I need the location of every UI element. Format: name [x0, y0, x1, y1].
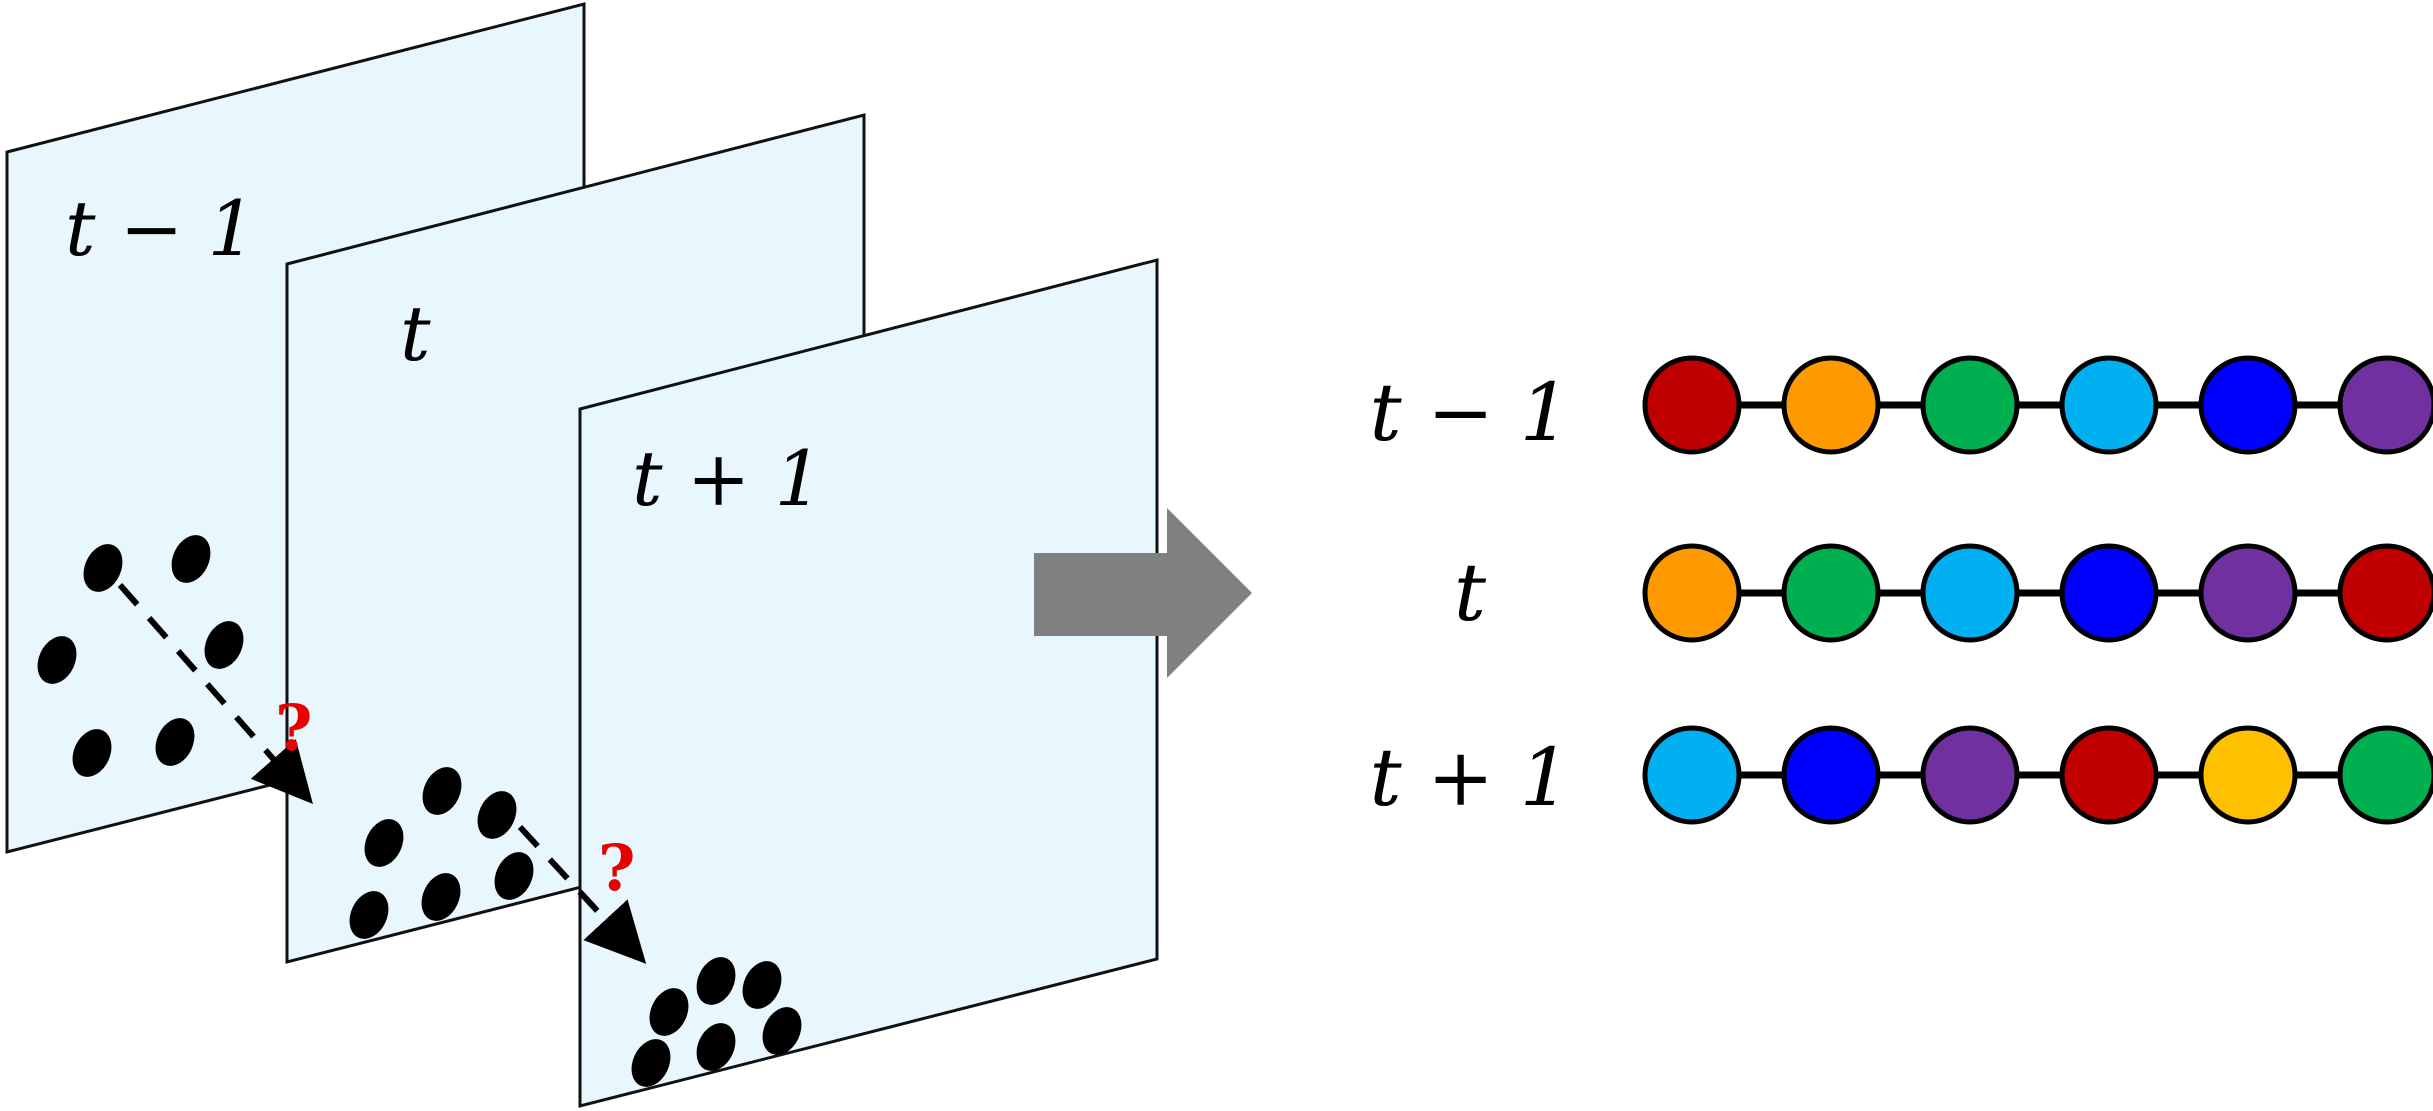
- frame-panel: [578, 258, 1159, 1108]
- node-green: [2337, 725, 2433, 825]
- particle: [155, 718, 195, 766]
- frame-label: t: [400, 289, 431, 378]
- question-mark-1: ?: [275, 691, 313, 766]
- transform-arrow: [1034, 508, 1252, 678]
- particle: [696, 1023, 736, 1071]
- particle: [364, 819, 404, 867]
- sequence-label: t: [1454, 546, 1487, 639]
- dashed-arrow-1: [117, 583, 313, 805]
- node-green: [1781, 543, 1881, 643]
- node-orange: [1781, 355, 1881, 455]
- node-light-blue: [2059, 355, 2159, 455]
- node-red: [2059, 725, 2159, 825]
- particle: [696, 957, 736, 1005]
- node-light-blue: [1920, 543, 2020, 643]
- particle: [204, 621, 244, 669]
- particle-cluster: [349, 767, 534, 939]
- sequence-label: t − 1: [1370, 366, 1571, 459]
- particle: [83, 544, 123, 592]
- particle: [37, 636, 77, 684]
- node-yellow: [2198, 725, 2298, 825]
- node-green: [1920, 355, 2020, 455]
- node-blue: [2059, 543, 2159, 643]
- particle: [762, 1007, 802, 1055]
- node-blue: [2198, 355, 2298, 455]
- node-orange: [1642, 543, 1742, 643]
- sequence-nodes: [1642, 725, 2433, 825]
- frame-label: t + 1: [632, 434, 823, 523]
- particle: [742, 961, 782, 1009]
- node-purple: [1920, 725, 2020, 825]
- sequence-nodes: [1642, 355, 2433, 455]
- node-red: [2337, 543, 2433, 643]
- particle: [421, 873, 461, 921]
- particle-cluster: [631, 957, 802, 1087]
- node-light-blue: [1642, 725, 1742, 825]
- frame-t-plus-1: t + 1: [578, 258, 1159, 1108]
- node-purple: [2337, 355, 2433, 455]
- particle: [171, 535, 211, 583]
- frame-label: t − 1: [65, 184, 256, 273]
- particle: [649, 988, 689, 1036]
- particle: [631, 1039, 671, 1087]
- particle: [349, 891, 389, 939]
- particle: [72, 729, 112, 777]
- sequence-row-t-plus-1: t + 1: [1370, 725, 2433, 825]
- node-red: [1642, 355, 1742, 455]
- dashed-arrow-2: [517, 824, 647, 964]
- particle: [494, 852, 534, 900]
- association-arrows: ? ?: [117, 583, 647, 964]
- sequence-label: t + 1: [1370, 731, 1571, 824]
- particle: [422, 767, 462, 815]
- particle: [477, 791, 517, 839]
- sequence-row-t-minus-1: t − 1: [1370, 355, 2433, 459]
- particle-cluster: [37, 535, 244, 777]
- sequence-row-t: t: [1454, 543, 2433, 643]
- sequence-nodes: [1642, 543, 2433, 643]
- node-blue: [1781, 725, 1881, 825]
- node-purple: [2198, 543, 2298, 643]
- question-mark-2: ?: [598, 831, 636, 906]
